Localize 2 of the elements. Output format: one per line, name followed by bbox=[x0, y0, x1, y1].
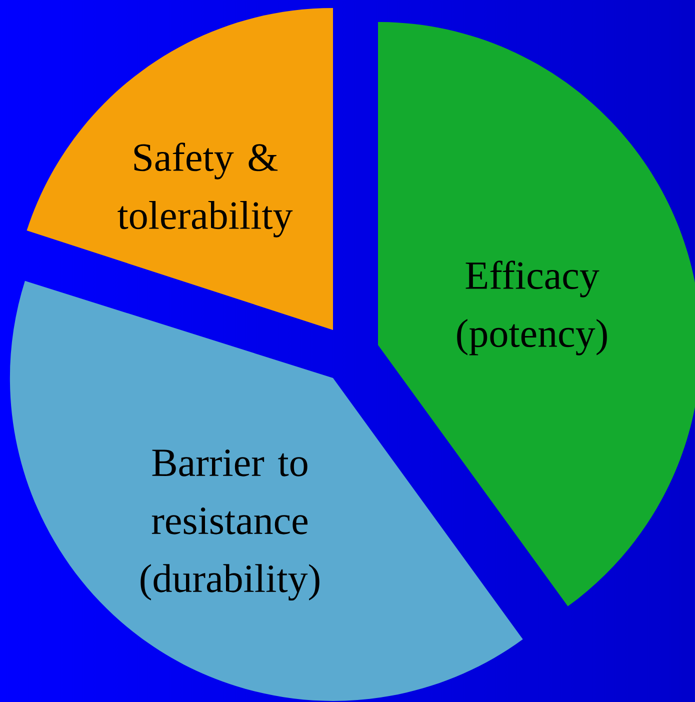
pie-slice: Efficacy (potency) bbox=[378, 22, 695, 606]
pie-slice: Safety & tolerability bbox=[26, 8, 333, 330]
